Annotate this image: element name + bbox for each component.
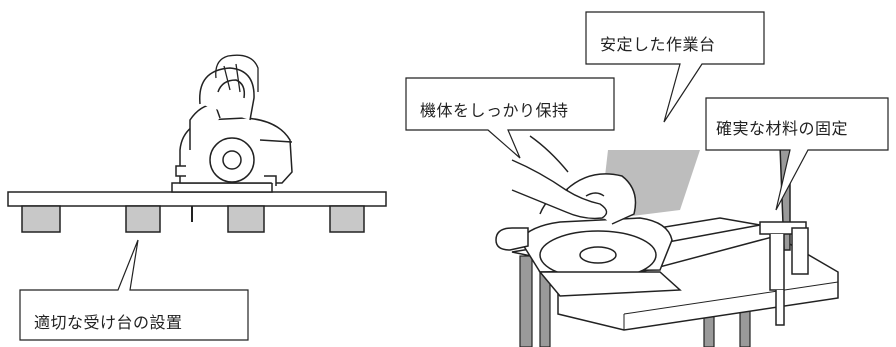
right-illustration bbox=[405, 11, 889, 347]
callout-stable-workbench bbox=[585, 11, 765, 123]
circular-saw-side bbox=[171, 67, 293, 193]
support-block bbox=[125, 205, 161, 233]
clamp bbox=[759, 119, 810, 326]
callout-grip-body bbox=[405, 77, 615, 159]
callout-secure-clamp bbox=[705, 97, 889, 211]
support-block bbox=[21, 205, 61, 233]
callout-label-grip-body: 機体をしっかり保持 bbox=[420, 101, 569, 120]
callout-label-stable-workbench: 安定した作業台 bbox=[600, 35, 716, 54]
hand-left-saw bbox=[215, 54, 259, 93]
workpiece-board-left bbox=[7, 191, 387, 207]
callout-label-support-stand: 適切な受け台の設置 bbox=[34, 313, 183, 332]
hands-right-saw bbox=[511, 135, 608, 220]
table-leg bbox=[519, 255, 533, 347]
left-illustration bbox=[7, 54, 387, 341]
callout-support-stand bbox=[19, 239, 249, 341]
support-block bbox=[227, 205, 265, 233]
support-block bbox=[329, 205, 365, 233]
circular-saw-perspective bbox=[495, 173, 682, 297]
callout-label-secure-clamp: 確実な材料の固定 bbox=[716, 119, 849, 138]
